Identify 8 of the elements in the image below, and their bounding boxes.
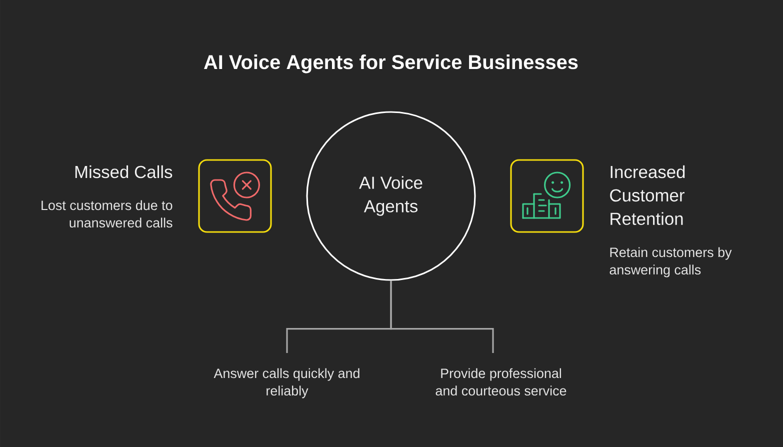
heading: Increased Customer Retention (610, 165, 685, 225)
branch-text: Provide professional and courteous service (436, 368, 566, 396)
title: AI Voice Agents for Service Businesses (204, 54, 578, 74)
branch-text: Answer calls quickly and reliably (214, 368, 360, 398)
connector-line (390, 280, 494, 354)
heading: Missed Calls (75, 165, 172, 178)
description: Retain customers by answering calls (610, 247, 732, 278)
description: Lost customers due to unanswered calls (42, 200, 172, 228)
